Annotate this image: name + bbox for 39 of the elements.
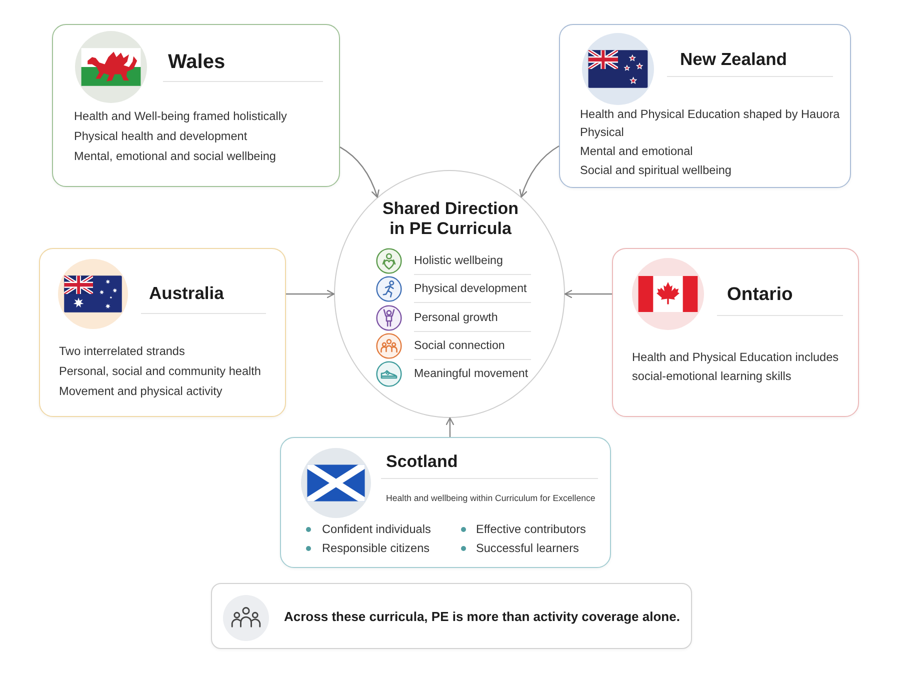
country-card	[280, 437, 611, 568]
card-subtitle: Health and wellbeing within Curriculum for Excellence	[386, 492, 596, 504]
theme-label: Social connection	[414, 338, 505, 354]
theme-label: Holistic wellbeing	[414, 253, 503, 269]
arrow	[446, 417, 454, 437]
country-card	[52, 24, 340, 187]
card-title: Ontario	[727, 282, 793, 306]
card-text: Mental, emotional and social wellbeing	[74, 148, 276, 165]
country-card	[559, 24, 851, 188]
card-text: Physical	[580, 124, 624, 142]
card-text: Physical health and development	[74, 128, 248, 145]
card-text: Health and Well-being framed holistically	[74, 108, 287, 125]
card-text: Health and Physical Education shaped by Hauora	[580, 106, 840, 122]
card-text: Two interrelated strands	[59, 343, 185, 360]
card-text: Mental and emotional	[580, 143, 693, 160]
card-text: Personal, social and community health	[59, 363, 261, 380]
summary-banner	[211, 583, 692, 649]
arrow	[286, 290, 335, 298]
card-text: Movement and physical activity	[59, 383, 222, 400]
card-title: Scotland	[386, 452, 458, 472]
bullet-text: Effective contributors	[476, 521, 586, 537]
country-card	[39, 248, 286, 417]
theme-label: Physical development	[414, 281, 527, 298]
arrow	[564, 290, 612, 298]
bullet-text: Confident individuals	[322, 521, 431, 537]
card-title: Wales	[168, 50, 226, 74]
arrow	[340, 146, 380, 198]
bullet-text: Successful learners	[476, 540, 579, 556]
bullet-text: Responsible citizens	[322, 540, 430, 556]
theme-label: Meaningful movement	[414, 366, 528, 382]
theme-label: Personal growth	[414, 310, 498, 326]
card-text: Social and spiritual wellbeing	[580, 162, 732, 179]
card-title: New Zealand	[680, 48, 787, 70]
ellipse-title: Shared Direction in PE Curricula	[381, 199, 520, 239]
summary-text: Across these curricula, PE is more than activity coverage alone.	[284, 609, 680, 625]
arrow	[519, 146, 560, 198]
card-title: Australia	[149, 282, 224, 304]
country-card	[612, 248, 859, 417]
card-text: Health and Physical Education includes social-emotional learning skills	[632, 348, 840, 384]
